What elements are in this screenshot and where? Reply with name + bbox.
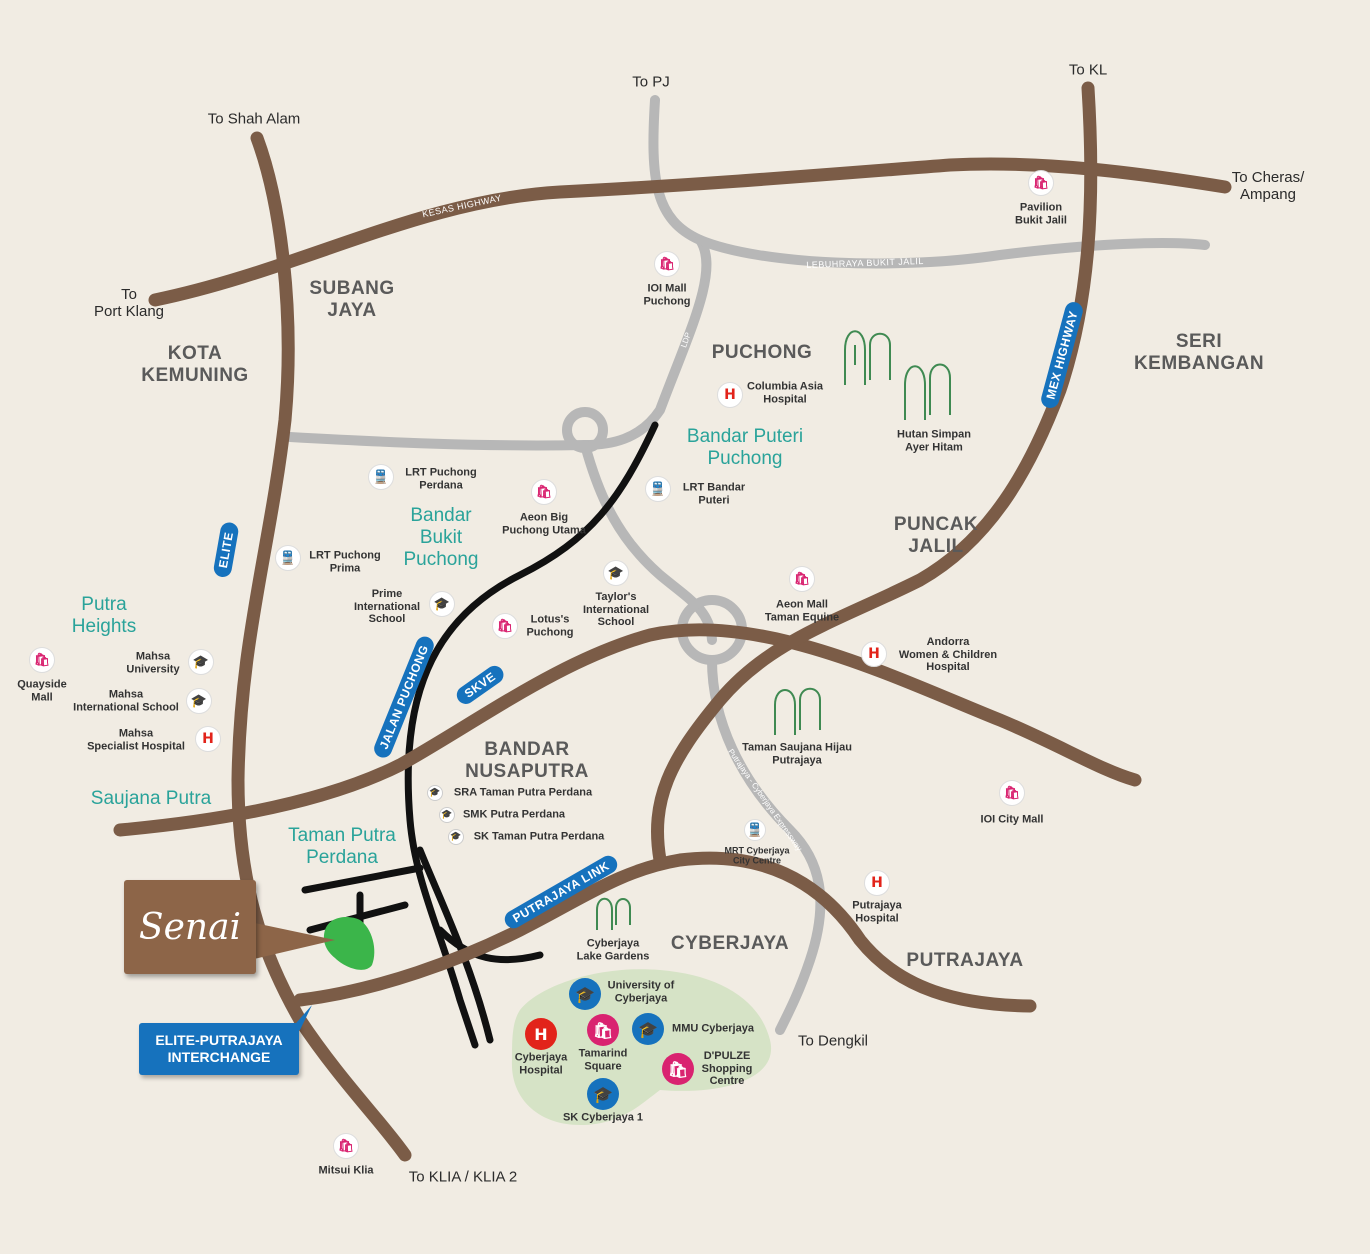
poi-lotuss-puchong: Lotus's Puchong (526, 613, 574, 638)
graduation-cap-icon[interactable]: 🎓 (186, 688, 212, 714)
shopping-bag-icon[interactable]: 🛍 (531, 479, 557, 505)
poi-mitsui-klia: Mitsui Klia (318, 1164, 374, 1177)
area-bandar-puteri-puchong: Bandar Puteri Puchong (686, 426, 804, 469)
shopping-bag-icon[interactable]: 🛍 (662, 1053, 694, 1085)
dest-port-klang: To Port Klang (93, 285, 165, 320)
graduation-cap-icon[interactable]: 🎓 (569, 978, 601, 1010)
shopping-bag-icon[interactable]: 🛍 (333, 1133, 359, 1159)
area-putrajaya: PUTRAJAYA (906, 950, 1024, 972)
poi-cyberjaya-hospital: Cyberjaya Hospital (514, 1051, 568, 1076)
train-icon[interactable]: 🚆 (368, 464, 394, 490)
hospital-h-icon[interactable]: H (864, 870, 890, 896)
senai-site[interactable] (323, 917, 375, 970)
poi-quayside-mall: Quayside Mall (17, 678, 67, 703)
shopping-bag-icon[interactable]: 🛍 (789, 566, 815, 592)
poi-lrt-bandar-puteri: LRT Bandar Puteri (682, 481, 746, 506)
poi-mrt-cyberjaya-city-centre: MRT Cyberjaya City Centre (724, 845, 790, 866)
dest-dengkil: To Dengkil (797, 1032, 869, 1050)
shopping-bag-icon[interactable]: 🛍 (587, 1014, 619, 1046)
hospital-h-icon[interactable]: H (525, 1018, 557, 1050)
graduation-cap-icon[interactable]: 🎓 (448, 829, 464, 845)
area-puchong: PUCHONG (711, 342, 813, 364)
tree-icon (596, 330, 951, 930)
shopping-bag-icon[interactable]: 🛍 (1028, 170, 1054, 196)
poi-mahsa-international-school: Mahsa International School (73, 688, 179, 713)
train-icon[interactable]: 🚆 (744, 819, 766, 841)
poi-hutan-simpan-ayer-hitam: Hutan Simpan Ayer Hitam (897, 428, 971, 453)
poi-aeon-big-puchong-utama: Aeon Big Puchong Utama (502, 511, 586, 536)
poi-putrajaya-hospital: Putrajaya Hospital (852, 899, 902, 924)
graduation-cap-icon[interactable]: 🎓 (603, 560, 629, 586)
poi-andorra-women-children-hospital: Andorra Women & Children Hospital (898, 636, 998, 674)
poi-sk-taman-putra-perdana: SK Taman Putra Perdana (473, 830, 605, 843)
poi-tamarind-square: Tamarind Square (578, 1047, 628, 1072)
dest-shah-alam: To Shah Alam (207, 110, 301, 128)
senai-logo-text: Senai (138, 906, 242, 948)
graduation-cap-icon[interactable]: 🎓 (587, 1078, 619, 1110)
train-icon[interactable]: 🚆 (645, 476, 671, 502)
poi-mahsa-specialist-hospital: Mahsa Specialist Hospital (87, 727, 185, 752)
shopping-bag-icon[interactable]: 🛍 (29, 647, 55, 673)
poi-mahsa-university: Mahsa University (126, 650, 180, 675)
area-seri-kembangan: SERI KEMBANGAN (1133, 331, 1265, 374)
poi-taylors-international-school: Taylor's International School (582, 591, 650, 629)
hospital-h-icon[interactable]: H (195, 726, 221, 752)
poi-sk-cyberjaya-1: SK Cyberjaya 1 (562, 1111, 644, 1124)
poi-aeon-mall-taman-equine: Aeon Mall Taman Equine (764, 598, 840, 623)
poi-columbia-asia-hospital: Columbia Asia Hospital (747, 380, 823, 405)
interchange-pointer (290, 1005, 312, 1030)
shopping-bag-icon[interactable]: 🛍 (492, 613, 518, 639)
graduation-cap-icon[interactable]: 🎓 (429, 591, 455, 617)
train-icon[interactable]: 🚆 (275, 545, 301, 571)
graduation-cap-icon[interactable]: 🎓 (632, 1013, 664, 1045)
poi-smk-putra-perdana: SMK Putra Perdana (462, 808, 566, 821)
poi-cyberjaya-lake-gardens: Cyberjaya Lake Gardens (576, 937, 650, 962)
area-subang-jaya: SUBANG JAYA (309, 278, 395, 321)
main-roads (113, 81, 1232, 1162)
graduation-cap-icon[interactable]: 🎓 (439, 807, 455, 823)
area-taman-putra-perdana: Taman Putra Perdana (288, 825, 396, 868)
hospital-h-icon[interactable]: H (717, 382, 743, 408)
poi-ioi-city-mall: IOI City Mall (980, 813, 1044, 826)
poi-taman-saujana-hijau-putrajaya: Taman Saujana Hijau Putrajaya (742, 741, 852, 766)
area-puncak-jalil: PUNCAK JALIL (893, 514, 979, 557)
area-cyberjaya: CYBERJAYA (670, 933, 790, 955)
poi-lrt-puchong-prima: LRT Puchong Prima (309, 549, 381, 574)
dest-pj: To PJ (632, 73, 670, 91)
area-putra-heights: Putra Heights (71, 594, 137, 637)
area-bandar-bukit-puchong: Bandar Bukit Puchong (403, 505, 479, 570)
hospital-h-icon[interactable]: H (861, 641, 887, 667)
area-kota-kemuning: KOTA KEMUNING (141, 343, 249, 386)
area-bandar-nusaputra: BANDAR NUSAPUTRA (465, 739, 589, 782)
poi-sra-taman-putra-perdana: SRA Taman Putra Perdana (453, 786, 593, 799)
poi-dpulze-shopping-centre: D'PULZE Shopping Centre (701, 1050, 753, 1088)
senai-logo-box[interactable]: Senai (124, 880, 256, 974)
area-saujana-putra: Saujana Putra (90, 788, 212, 810)
graduation-cap-icon[interactable]: 🎓 (188, 649, 214, 675)
poi-lrt-puchong-perdana: LRT Puchong Perdana (405, 466, 477, 491)
elite-putrajaya-interchange-box: ELITE-PUTRAJAYA INTERCHANGE (139, 1023, 299, 1075)
graduation-cap-icon[interactable]: 🎓 (427, 785, 443, 801)
poi-ioi-mall-puchong: IOI Mall Puchong (643, 282, 691, 307)
shopping-bag-icon[interactable]: 🛍 (654, 251, 680, 277)
expressways (301, 421, 659, 1049)
poi-mmu-cyberjaya: MMU Cyberjaya (672, 1022, 754, 1035)
shopping-bag-icon[interactable]: 🛍 (999, 780, 1025, 806)
senai-pointer (250, 922, 335, 960)
dest-kl: To KL (1068, 61, 1108, 79)
poi-pavilion-bukit-jalil: Pavilion Bukit Jalil (1015, 201, 1067, 226)
dest-klia: To KLIA / KLIA 2 (408, 1168, 518, 1186)
poi-university-of-cyberjaya: University of Cyberjaya (607, 979, 675, 1004)
poi-prime-international-school: Prime International School (353, 588, 421, 626)
secondary-roads (285, 95, 1210, 1035)
dest-cheras-ampang: To Cheras/ Ampang (1231, 168, 1305, 203)
